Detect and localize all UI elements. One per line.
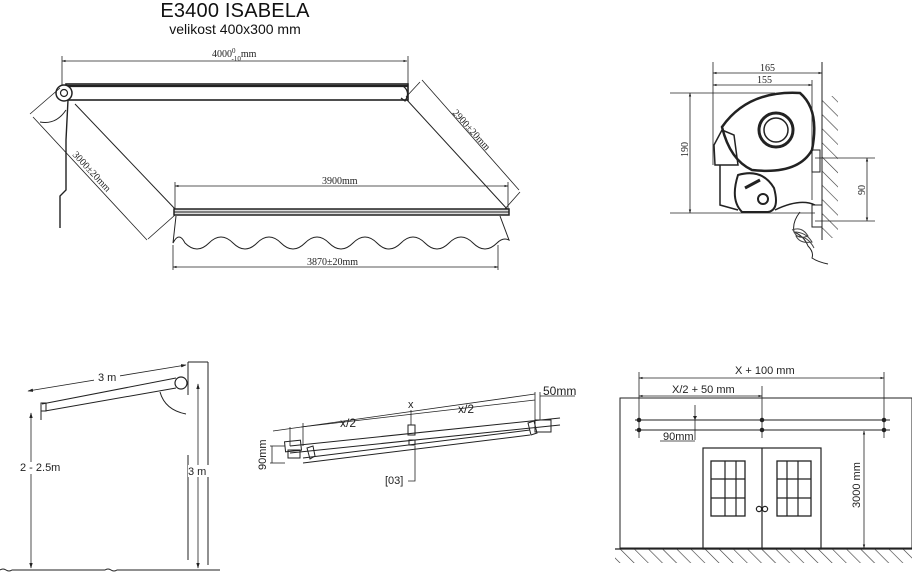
mount-height-label: 3000 mm: [851, 462, 863, 508]
door-handle-right: [761, 505, 769, 513]
total-spacing-label: x: [408, 399, 414, 411]
valance: [172, 215, 510, 250]
width-dimension: 40000-10mm: [212, 47, 257, 63]
half-spacing-left-label: x/2: [340, 416, 356, 430]
product-size: velikost 400x300 mm: [169, 21, 301, 37]
bracket-spacing-label: 90mm: [663, 431, 694, 443]
crank-handle: [59, 99, 69, 228]
side-elevation-view: 3 m 2 - 2.5m 3 m: [0, 361, 220, 572]
cassette-cross-section: 165 155 190 90: [670, 62, 875, 265]
roller-end-left: [55, 84, 73, 102]
front-height-dimension: 2 - 2.5m: [20, 462, 60, 474]
part-reference-label: [03]: [385, 475, 403, 487]
height-dimension: 190: [680, 142, 691, 157]
bracket-height-label: 90mm: [257, 439, 269, 470]
right-arm-dimension: 2900±20mm: [450, 108, 492, 153]
product-title: E3400 ISABELA: [160, 0, 310, 22]
valance-dimension: 3870±20mm: [307, 257, 358, 268]
bracket-spacing-view: x x/2 x/2 50mm 90mm [03]: [257, 384, 576, 487]
front-bar-dimension: 3900mm: [322, 176, 358, 187]
double-door: [702, 447, 822, 550]
cassette-body: [720, 91, 816, 172]
total-width-label: X + 100 mm: [735, 365, 795, 377]
half-width-label: X/2 + 50 mm: [672, 384, 735, 396]
mount-height-dimension: 3 m: [188, 466, 206, 478]
half-spacing-right-label: x/2: [458, 402, 474, 416]
bracket-height-dimension: 90: [857, 185, 868, 195]
door-handle-left: [755, 505, 763, 513]
inner-width-dimension: 155: [757, 75, 772, 86]
outer-width-dimension: 165: [760, 63, 775, 74]
wall-front-view: X + 100 mm X/2 + 50 mm 90mm 3000 mm: [615, 365, 912, 563]
left-arm-dimension: 3000±20mm: [70, 150, 113, 195]
awning-top-view: 40000-10mm 3000±20mm 2900±20mm 3900mm: [29, 47, 521, 270]
offset-label: 50mm: [543, 384, 576, 398]
projection-dimension: 3 m: [98, 372, 116, 384]
